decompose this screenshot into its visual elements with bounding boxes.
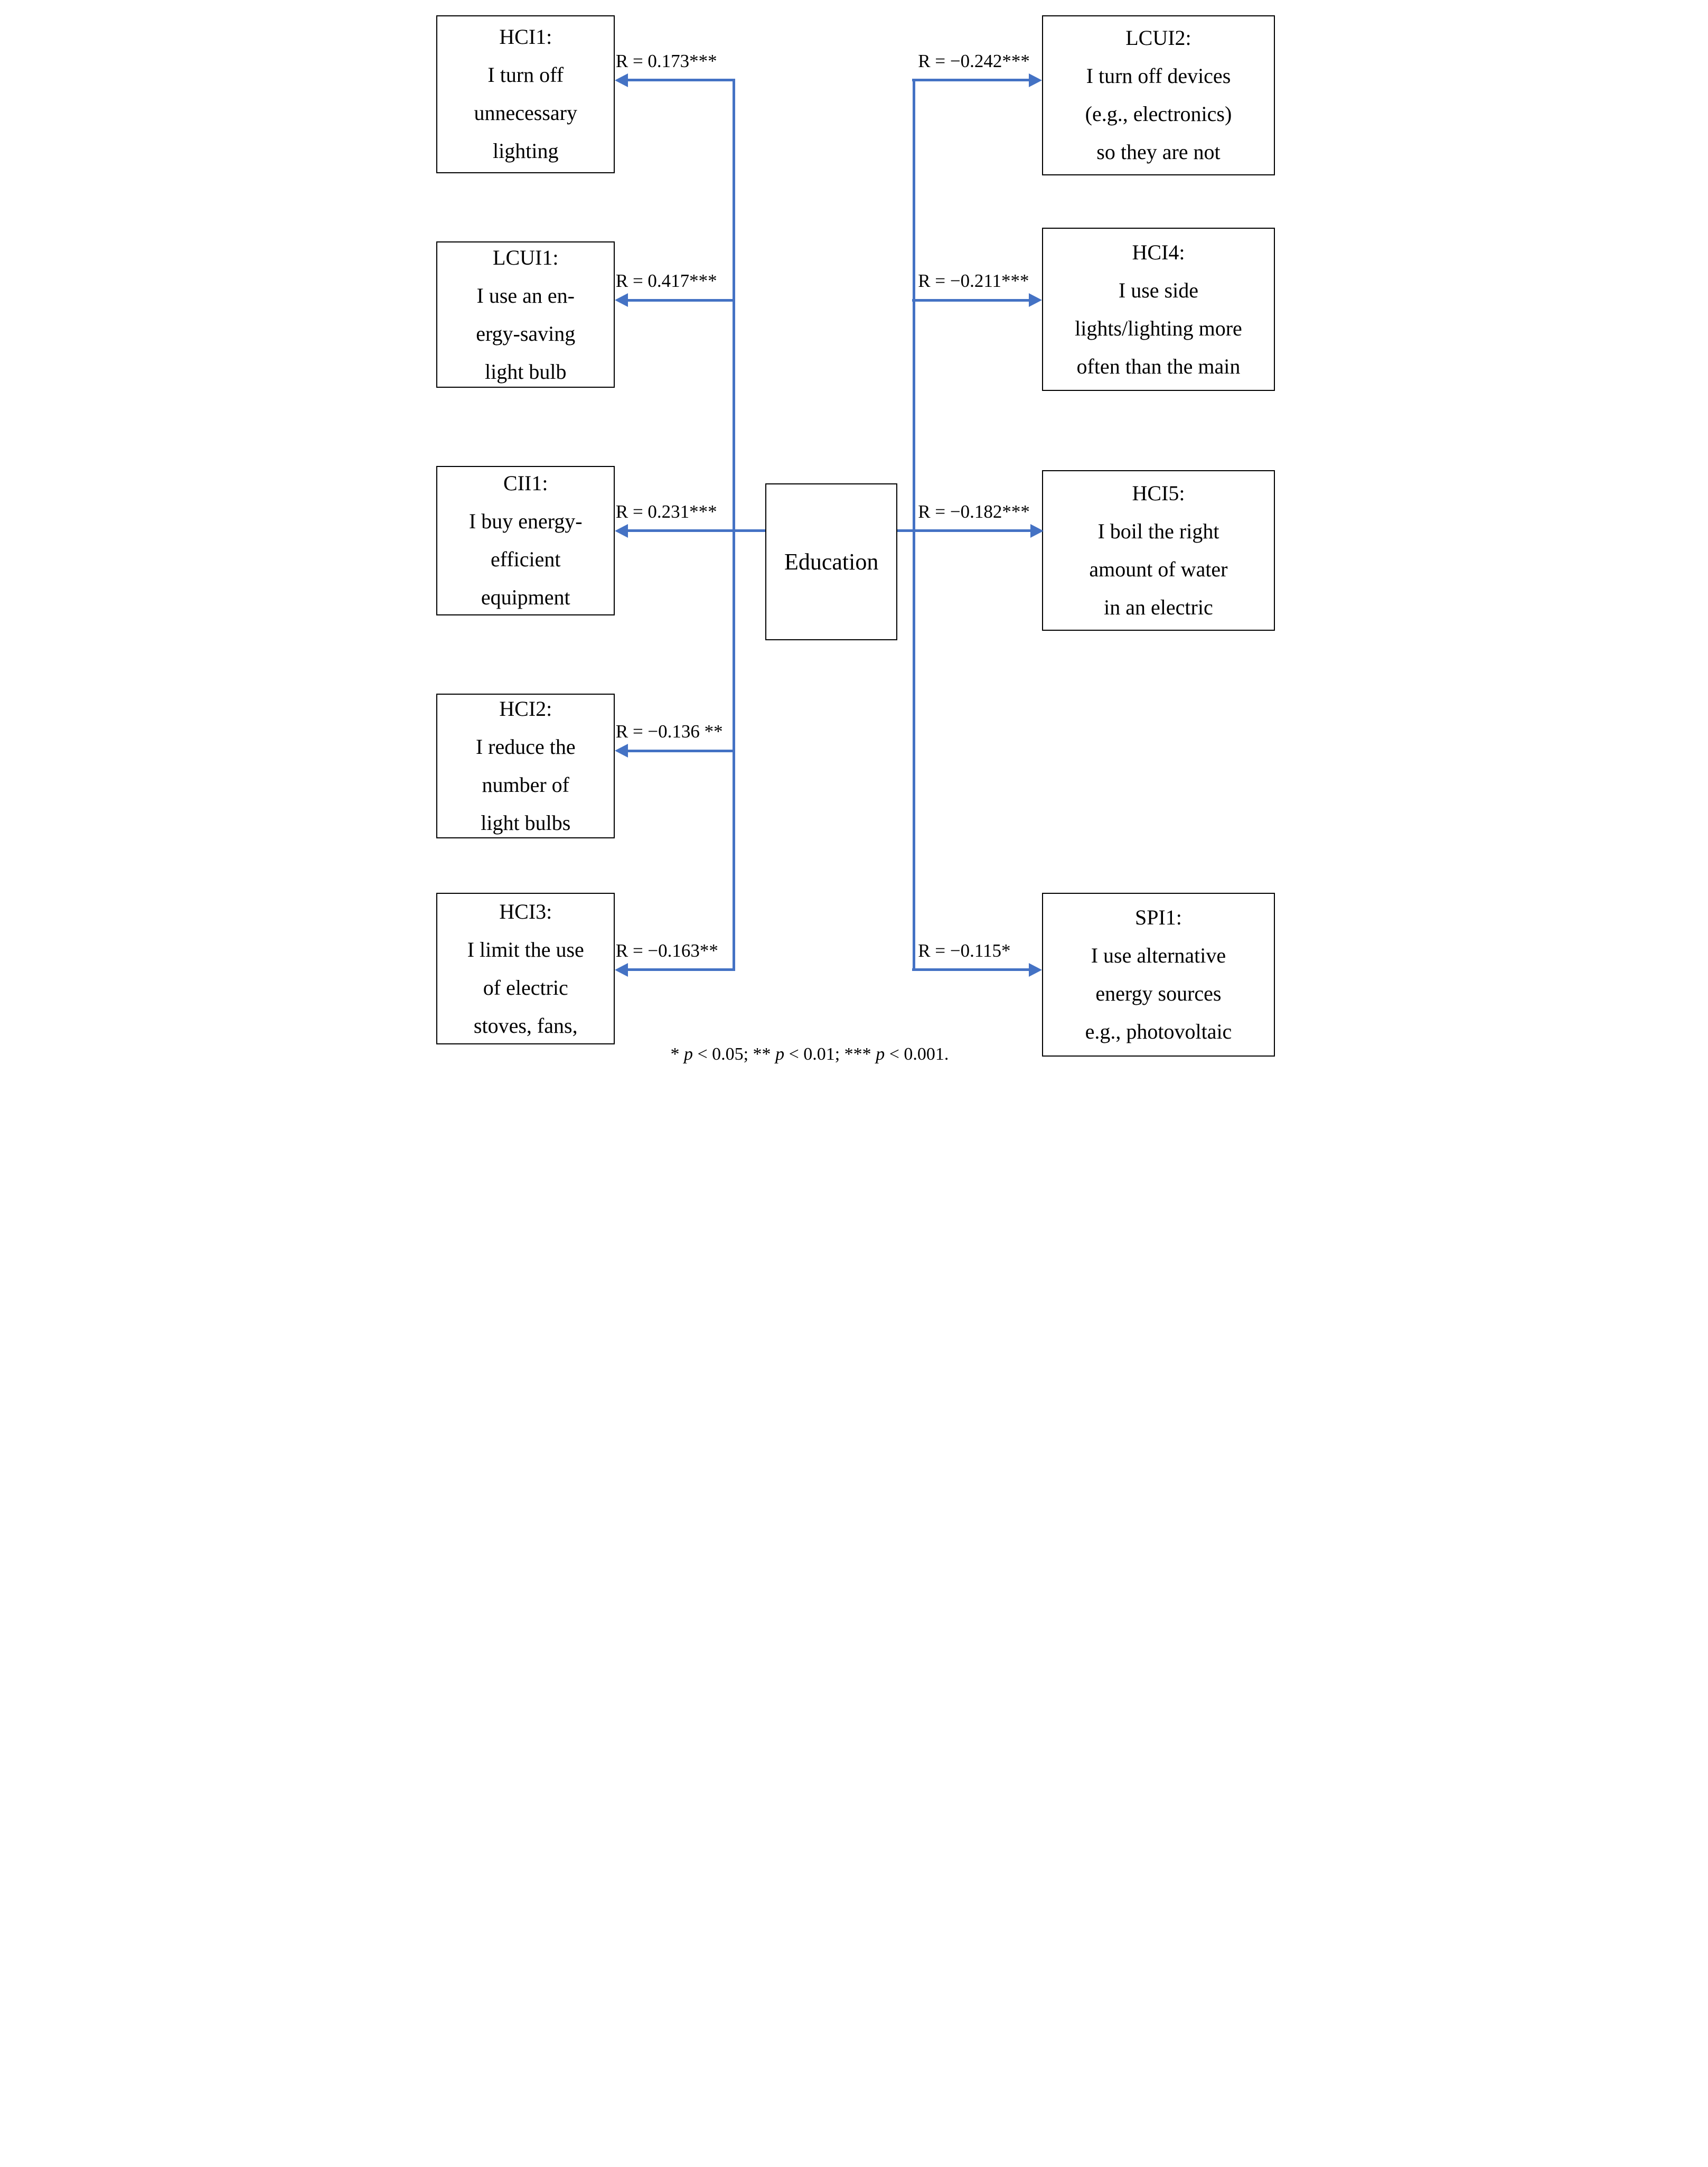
node-hci2-line: number of xyxy=(482,773,569,797)
arrow-shaft xyxy=(897,529,1030,533)
r-label-hci4: R = −0.211*** xyxy=(918,270,1029,292)
node-spi1-line: e.g., photovoltaic xyxy=(1085,1019,1232,1043)
arrow-education-to-hci1 xyxy=(615,73,735,87)
arrow-education-to-hci3 xyxy=(615,963,735,977)
note-segment: < 0.01; *** xyxy=(784,1044,876,1064)
note-p-italic: p xyxy=(876,1044,885,1064)
node-lcui1-line: ergy-saving xyxy=(476,321,576,345)
arrow-shaft xyxy=(912,298,1029,302)
node-lcui2-line: (e.g., electronics) xyxy=(1085,102,1232,126)
right-connector-trunk-line xyxy=(912,79,915,972)
node-hci1: HCI1: I turn off unnecessary lighting xyxy=(436,15,615,174)
r-label-lcui2: R = −0.242*** xyxy=(918,50,1030,71)
r-label-hci2: R = −0.136 ** xyxy=(615,721,723,742)
arrowhead-left-icon xyxy=(615,73,628,87)
node-cii1-line: efficient xyxy=(490,547,561,572)
node-lcui2-line: LCUI2: xyxy=(1125,26,1191,50)
note-segment: < 0.001. xyxy=(885,1044,949,1064)
arrow-shaft xyxy=(628,298,735,302)
node-hci2: HCI2: I reduce the number of light bulbs xyxy=(436,693,615,839)
node-hci4-line: I use side xyxy=(1118,278,1198,302)
arrowhead-right-icon xyxy=(1030,524,1044,538)
node-spi1-line: SPI1: xyxy=(1134,905,1182,929)
arrowhead-left-icon xyxy=(615,963,628,977)
arrowhead-left-icon xyxy=(615,744,628,758)
arrow-shaft xyxy=(628,529,765,533)
arrow-shaft xyxy=(628,79,735,82)
node-education: Education xyxy=(765,483,898,641)
arrowhead-left-icon xyxy=(615,524,628,538)
r-label-lcui1: R = 0.417*** xyxy=(615,270,717,292)
r-label-spi1: R = −0.115* xyxy=(918,940,1011,961)
arrow-shaft xyxy=(628,749,735,752)
arrow-shaft xyxy=(912,968,1029,972)
arrow-shaft xyxy=(628,968,735,972)
arrow-education-to-hci4 xyxy=(912,293,1042,307)
node-hci3-line: HCI3: xyxy=(499,899,552,923)
node-education-label: Education xyxy=(784,548,879,575)
node-hci5-line: in an electric xyxy=(1104,595,1213,619)
node-hci3: HCI3: I limit the use of electric stoves… xyxy=(436,893,615,1045)
node-hci3-line: I limit the use xyxy=(467,937,584,961)
node-hci2-line: light bulbs xyxy=(481,811,571,835)
note-segment: < 0.05; ** xyxy=(692,1044,776,1064)
arrowhead-right-icon xyxy=(1028,73,1042,87)
node-spi1: SPI1: I use alternative energy sources e… xyxy=(1041,893,1275,1057)
r-label-hci1: R = 0.173*** xyxy=(615,50,717,71)
node-lcui1-line: I use an en- xyxy=(476,283,575,307)
arrowhead-right-icon xyxy=(1028,293,1042,307)
node-lcui1-line: LCUI1: xyxy=(493,245,559,269)
note-p-italic: p xyxy=(683,1044,693,1064)
node-lcui2: LCUI2: I turn off devices (e.g., electro… xyxy=(1041,15,1275,176)
node-lcui2-line: I turn off devices xyxy=(1086,64,1231,88)
node-hci4-line: lights/lighting more xyxy=(1075,316,1242,340)
node-hci3-line: of electric xyxy=(483,975,568,1000)
arrow-education-to-cii1 xyxy=(615,524,765,538)
node-cii1-line: equipment xyxy=(481,585,570,610)
arrowhead-right-icon xyxy=(1028,963,1042,977)
node-hci4: HCI4: I use side lights/lighting more of… xyxy=(1041,227,1275,391)
node-cii1-line: CII1: xyxy=(503,471,548,496)
node-cii1-line: I buy energy- xyxy=(468,509,583,534)
r-label-hci3: R = −0.163** xyxy=(615,940,718,961)
node-hci5: HCI5: I boil the right amount of water i… xyxy=(1041,470,1275,631)
arrow-education-to-hci5 xyxy=(897,524,1044,538)
path-diagram-canvas: HCI1: I turn off unnecessary lighting LC… xyxy=(427,0,1281,1084)
node-lcui1: LCUI1: I use an en- ergy-saving light bu… xyxy=(436,241,615,388)
left-connector-trunk-line xyxy=(732,79,735,972)
node-hci4-line: often than the main xyxy=(1076,354,1241,378)
node-spi1-line: I use alternative xyxy=(1091,943,1226,967)
node-hci1-line: HCI1: xyxy=(499,25,552,49)
node-lcui2-line: so they are not xyxy=(1096,140,1221,164)
node-hci1-line: I turn off xyxy=(487,63,564,87)
note-segment: * xyxy=(670,1044,684,1064)
node-hci5-line: I boil the right xyxy=(1097,519,1219,543)
node-hci1-line: lighting xyxy=(493,139,559,163)
arrow-education-to-hci2 xyxy=(615,744,735,758)
node-cii1: CII1: I buy energy- efficient equipment xyxy=(436,465,615,615)
node-hci2-line: HCI2: xyxy=(499,697,552,721)
r-label-cii1: R = 0.231*** xyxy=(615,501,717,522)
note-p-italic: p xyxy=(775,1044,785,1064)
node-hci4-line: HCI4: xyxy=(1132,240,1185,264)
node-hci3-line: stoves, fans, xyxy=(473,1013,578,1038)
r-label-hci5: R = −0.182*** xyxy=(918,501,1030,522)
arrow-shaft xyxy=(912,79,1029,82)
node-hci1-line: unnecessary xyxy=(474,101,577,125)
significance-note: * p < 0.05; ** p < 0.01; *** p < 0.001. xyxy=(670,1044,949,1064)
arrow-education-to-lcui1 xyxy=(615,293,735,307)
arrowhead-left-icon xyxy=(615,293,628,307)
node-hci5-line: amount of water xyxy=(1089,557,1228,581)
node-lcui1-line: light bulb xyxy=(485,359,567,384)
arrow-education-to-spi1 xyxy=(912,963,1042,977)
node-spi1-line: energy sources xyxy=(1095,981,1222,1005)
node-hci5-line: HCI5: xyxy=(1132,481,1185,505)
node-hci2-line: I reduce the xyxy=(475,735,576,759)
arrow-education-to-lcui2 xyxy=(912,73,1042,87)
